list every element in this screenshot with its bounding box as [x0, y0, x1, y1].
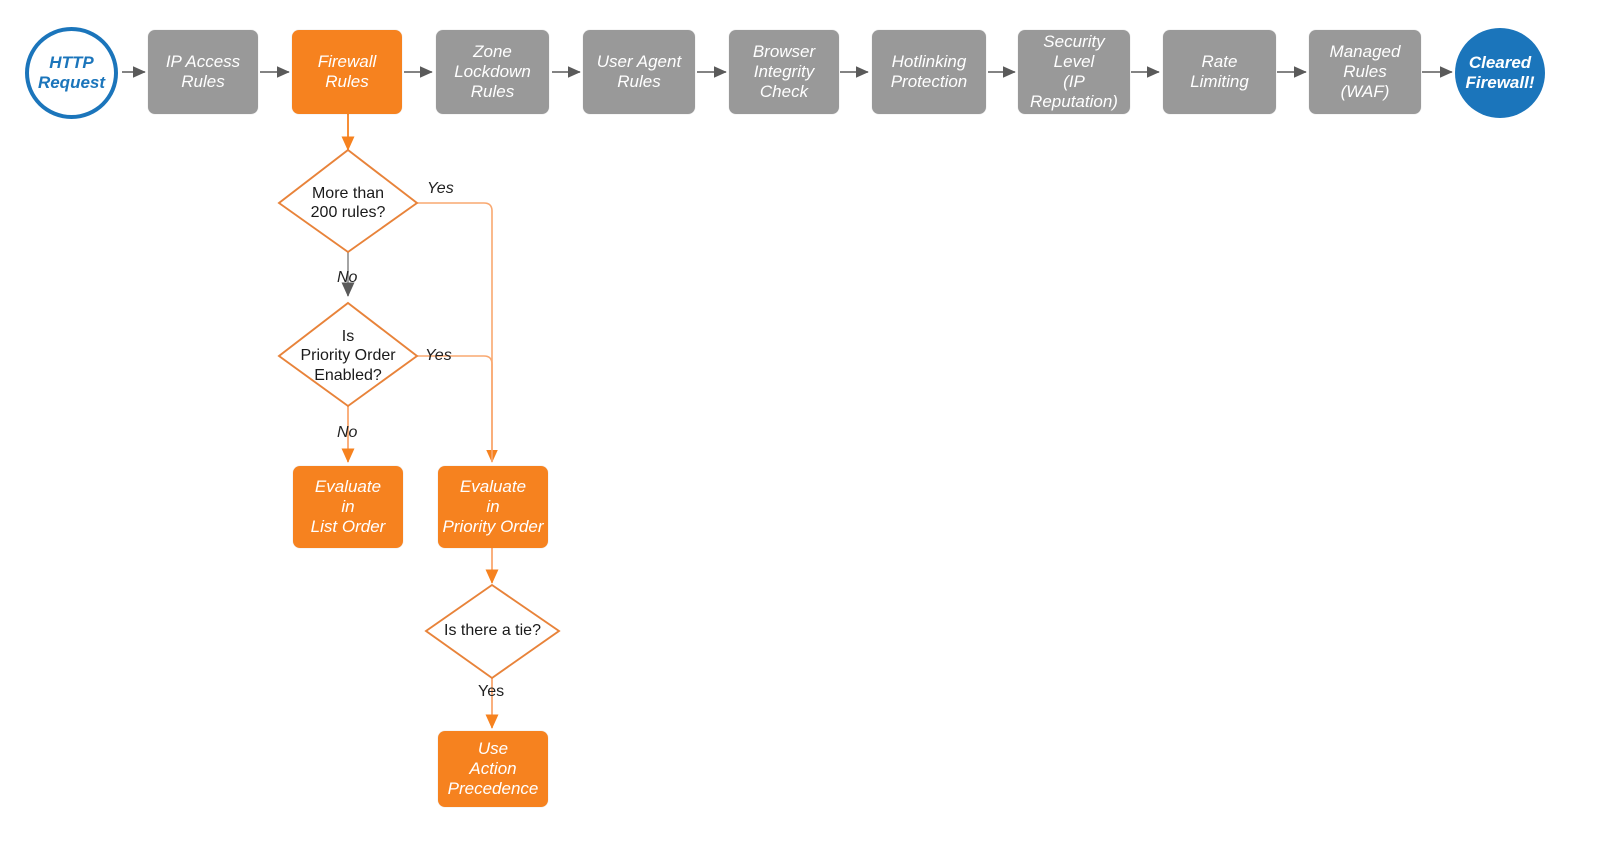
node-rate-limiting-label: Rate Limiting — [1190, 51, 1249, 91]
node-http-request[interactable]: HTTP Request — [25, 27, 118, 119]
node-use-action-precedence-label: Use Action Precedence — [447, 738, 539, 799]
node-cleared-firewall-label: Cleared Firewall! — [1465, 52, 1535, 92]
node-browser-integrity-check-label: Browser Integrity Check — [752, 41, 816, 102]
edge-label-d1-no-text: No — [337, 269, 358, 286]
node-ip-access-rules-label: IP Access Rules — [165, 51, 241, 91]
decision-is-there-a-tie-label[interactable]: Is there a tie? — [426, 616, 559, 646]
node-hotlinking-protection[interactable]: Hotlinking Protection — [872, 30, 986, 114]
decision-is-priority-order-enabled-text: Is Priority Order Enabled? — [300, 328, 396, 384]
node-managed-rules-waf[interactable]: Managed Rules (WAF) — [1309, 30, 1421, 114]
node-use-action-precedence[interactable]: Use Action Precedence — [438, 731, 548, 807]
decision-more-than-200-rules-text: More than 200 rules? — [310, 184, 386, 221]
node-evaluate-in-list-order-label: Evaluate in List Order — [310, 476, 386, 537]
decision-is-there-a-tie-text: Is there a tie? — [444, 622, 541, 640]
edge-label-tie-yes-text: Yes — [478, 683, 505, 700]
node-security-level-label: Security Level (IP Reputation) — [1030, 31, 1118, 112]
edge-label-d2-no-text: No — [337, 424, 358, 441]
node-managed-rules-waf-label: Managed Rules (WAF) — [1329, 41, 1401, 102]
node-evaluate-in-list-order[interactable]: Evaluate in List Order — [293, 466, 403, 548]
edge-label-d2-yes-text: Yes — [425, 347, 452, 364]
edge-label-d1-yes: Yes — [427, 180, 454, 198]
edge-d1-yes-to-priority — [417, 202, 498, 463]
node-user-agent-rules-label: User Agent Rules — [596, 51, 682, 91]
edge-d2-yes-to-priority — [417, 355, 493, 462]
node-hotlinking-protection-label: Hotlinking Protection — [890, 51, 968, 91]
node-ip-access-rules[interactable]: IP Access Rules — [148, 30, 258, 114]
node-firewall-rules-label: Firewall Rules — [317, 51, 377, 91]
edge-label-tie-yes: Yes — [478, 683, 504, 701]
node-browser-integrity-check[interactable]: Browser Integrity Check — [729, 30, 839, 114]
node-http-request-label: HTTP Request — [37, 52, 106, 92]
node-cleared-firewall[interactable]: Cleared Firewall! — [1455, 28, 1545, 118]
node-user-agent-rules[interactable]: User Agent Rules — [583, 30, 695, 114]
node-zone-lockdown-rules[interactable]: Zone Lockdown Rules — [436, 30, 549, 114]
edge-label-d2-no: No — [337, 424, 357, 442]
node-zone-lockdown-rules-label: Zone Lockdown Rules — [454, 41, 531, 102]
decision-is-priority-order-enabled-label[interactable]: Is Priority Order Enabled? — [270, 323, 426, 389]
node-rate-limiting[interactable]: Rate Limiting — [1163, 30, 1276, 114]
edge-label-d1-yes-text: Yes — [427, 180, 454, 197]
node-evaluate-in-priority-order-label: Evaluate in Priority Order — [442, 476, 544, 537]
node-firewall-rules[interactable]: Firewall Rules — [292, 30, 402, 114]
edge-label-d2-yes: Yes — [425, 347, 452, 365]
node-evaluate-in-priority-order[interactable]: Evaluate in Priority Order — [438, 466, 548, 548]
decision-more-than-200-rules-label[interactable]: More than 200 rules? — [279, 176, 417, 230]
edge-label-d1-no: No — [337, 269, 357, 287]
node-security-level[interactable]: Security Level (IP Reputation) — [1018, 30, 1130, 114]
